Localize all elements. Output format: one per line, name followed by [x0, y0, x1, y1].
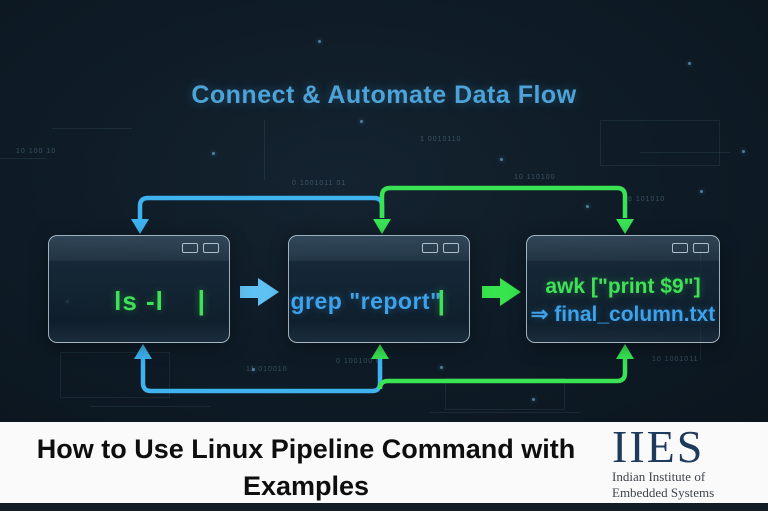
bottom-strip — [0, 503, 768, 511]
command-text: ls -l — [114, 285, 164, 316]
diagram-background: 10 100 10 0 1001011 01 10 110100 8 10101… — [0, 0, 768, 422]
arrowhead-up-box3-icon — [616, 344, 634, 359]
deco-dot — [700, 190, 703, 193]
logo-acronym: IIES — [612, 421, 705, 472]
deco-line — [52, 128, 132, 129]
window-controls-icon — [182, 243, 219, 253]
deco-text: 8 101010 — [628, 196, 666, 203]
terminal-box-ls: ls -l | — [48, 235, 230, 343]
deco-line — [0, 158, 46, 159]
deco-line — [430, 412, 580, 413]
terminal-box-awk: awk ["print $9"] ⇒ final_column.txt — [526, 235, 720, 343]
window-button-icon — [693, 243, 709, 253]
output-file-text: ⇒ final_column.txt — [530, 303, 716, 326]
arrowhead-down-box2-icon — [373, 219, 391, 234]
terminal-box-grep: grep "report" | — [288, 235, 470, 343]
deco-dot — [532, 398, 535, 401]
arrowhead-up-box2-icon — [371, 344, 389, 359]
deco-rect — [60, 352, 170, 398]
deco-rect — [600, 120, 720, 166]
footer-title-line1: How to Use Linux Pipeline Command with — [36, 434, 576, 464]
deco-line — [640, 152, 730, 153]
deco-dot — [212, 152, 215, 155]
deco-dot — [318, 40, 321, 43]
footer-title-line2: Examples — [242, 471, 370, 502]
window-button-icon — [672, 243, 688, 253]
arrowhead-down-box3-icon — [616, 219, 634, 234]
deco-text: 0 1001011 01 — [292, 180, 347, 187]
deco-rect — [445, 378, 565, 410]
logo-subtitle-line2: Embedded Systems — [612, 484, 715, 500]
deco-dot — [586, 205, 589, 208]
deco-text: 10 1001011 — [652, 356, 699, 363]
window-button-icon — [203, 243, 219, 253]
flow-arrow-green-icon — [482, 278, 521, 306]
command-text: grep "report" — [290, 287, 442, 314]
window-controls-icon — [422, 243, 459, 253]
deco-text: 10 110100 — [514, 174, 556, 181]
deco-dot — [252, 368, 255, 371]
deco-text: 0 100100 0 — [336, 358, 382, 365]
deco-line — [264, 120, 265, 180]
page-title: Connect & Automate Data Flow — [191, 81, 577, 109]
footer-bar: How to Use Linux Pipeline Command with E… — [0, 422, 768, 503]
flow-arrow-blue-icon — [240, 278, 279, 306]
deco-dot — [688, 62, 691, 65]
deco-dot — [500, 158, 503, 161]
arrowhead-down-box1-icon — [131, 219, 149, 234]
deco-dot — [742, 150, 745, 153]
pipe-symbol: | — [197, 285, 205, 316]
deco-dot — [440, 366, 443, 369]
iies-logo: IIES Indian Institute of Embedded System… — [612, 422, 768, 500]
deco-dot — [360, 120, 363, 123]
window-button-icon — [443, 243, 459, 253]
deco-text: 10 100 10 — [16, 148, 57, 155]
deco-line — [90, 406, 210, 407]
wire-top-blue — [137, 195, 385, 220]
wire-top-green — [379, 185, 628, 218]
deco-text: 1 0010110 — [420, 136, 462, 143]
footer-title: How to Use Linux Pipeline Command with E… — [0, 422, 612, 506]
command-text: awk ["print $9"] — [545, 274, 701, 298]
logo-subtitle-line1: Indian Institute of — [612, 469, 706, 484]
window-controls-icon — [672, 243, 709, 253]
window-button-icon — [422, 243, 438, 253]
window-button-icon — [182, 243, 198, 253]
pipe-symbol: | — [437, 285, 445, 316]
